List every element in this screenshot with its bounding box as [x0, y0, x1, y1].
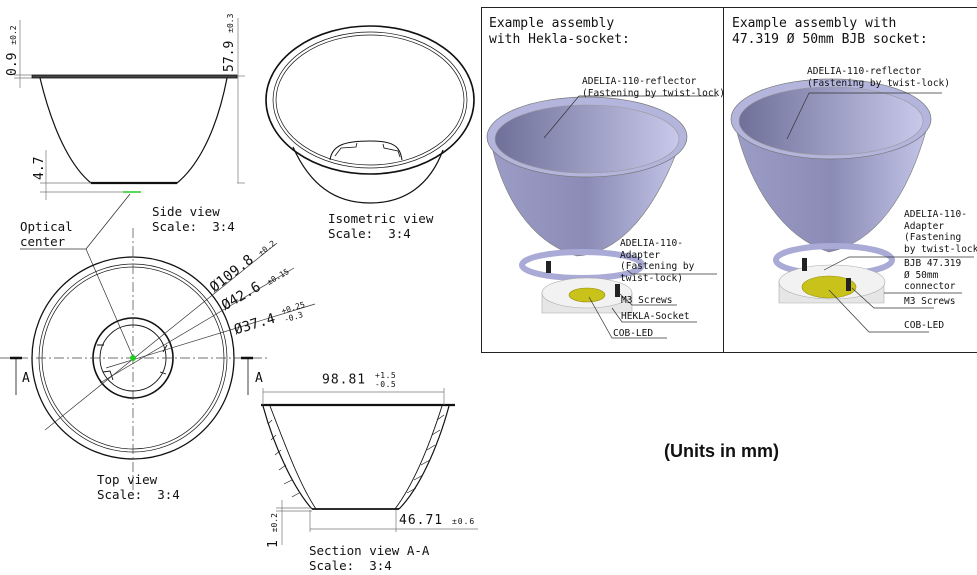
callout-adapter: ADELIA-110- Adapter (Fastening by twist-…: [904, 209, 977, 255]
top-view-scale: Scale: 3:4: [97, 487, 180, 502]
dim-tolerance: ±0.6: [451, 517, 476, 526]
dim-value: 98.81: [322, 372, 367, 388]
dim-value: 46.71: [399, 513, 444, 528]
callout-adapter: ADELIA-110- Adapter (Fastening by twist-…: [620, 238, 695, 284]
top-view-title: Top view: [97, 472, 158, 487]
top-view-drawing: [0, 228, 316, 495]
dim-bottom-offset: 4.7: [32, 156, 47, 180]
callout-cob-led: COB-LED: [613, 328, 654, 339]
section-view-scale: Scale: 3:4: [309, 558, 392, 573]
dim-tolerance: ±0.2: [9, 25, 18, 45]
dim-value: 57.9: [222, 40, 237, 72]
assembly-hekla-title: Example assembly with Hekla-socket:: [489, 16, 630, 47]
callout-hekla-socket: HEKLA-Socket: [621, 311, 690, 322]
side-view-drawing: [14, 18, 245, 358]
dim-flange-thickness: 0.9 ±0.2: [5, 25, 20, 76]
assembly-bjb-title: Example assembly with 47.319 Ø 50mm BJB …: [732, 16, 928, 47]
side-view-title: Side view: [152, 204, 220, 219]
dim-tolerance: ±0.3: [226, 13, 235, 33]
isometric-view-drawing: [265, 25, 475, 204]
callout-reflector: ADELIA-110-reflector (Fastening by twist…: [582, 76, 725, 99]
assembly-panel-hekla: Example assembly with Hekla-socket: ADEL…: [481, 7, 725, 353]
dim-tolerance: ±0.2: [270, 513, 279, 533]
assembly-panel-bjb: Example assembly with 47.319 Ø 50mm BJB …: [723, 7, 977, 353]
section-view-drawing: [261, 388, 478, 545]
dim-value: 1: [266, 540, 281, 548]
dim-tolerance-minus: -0.5: [374, 380, 397, 389]
bjb-assembly-render: [730, 78, 974, 333]
dim-tolerance-plus: +1.5: [374, 371, 397, 380]
section-marker-left: A: [22, 371, 30, 386]
section-marker-right: A: [255, 371, 263, 386]
callout-m3-screws: M3 Screws: [904, 296, 956, 307]
optical-center-label: Optical center: [20, 219, 73, 249]
callout-cob-led: COB-LED: [904, 320, 945, 331]
side-view-scale: Scale: 3:4: [152, 219, 235, 234]
hekla-assembly-render: [486, 95, 717, 339]
dim-bottom-width: 46.71 ±0.6: [399, 513, 475, 528]
callout-reflector: ADELIA-110-reflector (Fastening by twist…: [807, 66, 950, 89]
section-view-title: Section view A-A: [309, 543, 430, 558]
isometric-view-title: Isometric view: [328, 211, 434, 226]
callout-m3-screws: M3 Screws: [621, 295, 673, 306]
callout-bjb-connector: BJB 47.319 Ø 50mm connector: [904, 258, 962, 292]
dim-total-height: 57.9 ±0.3: [222, 14, 237, 72]
dim-wall-thickness: 1 ±0.2: [266, 513, 281, 548]
isometric-view-scale: Scale: 3:4: [328, 226, 411, 241]
dim-top-width: 98.81 +1.5 -0.5: [322, 371, 396, 389]
units-note: (Units in mm): [664, 441, 779, 461]
dim-value: 0.9: [5, 52, 20, 76]
